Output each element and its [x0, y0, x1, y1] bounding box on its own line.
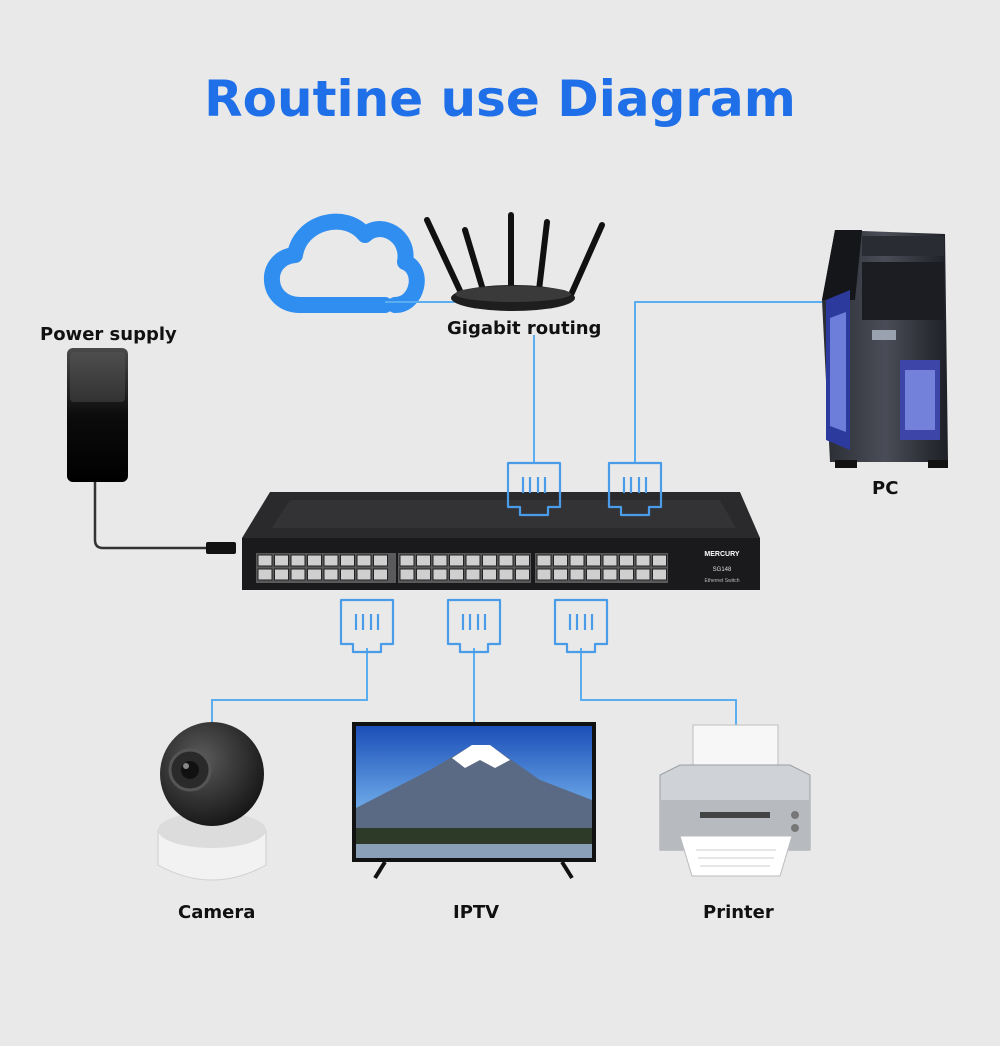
switch-port	[498, 568, 514, 581]
switch-port	[553, 554, 568, 567]
tv-image	[352, 722, 596, 880]
switch-port	[307, 554, 322, 567]
label-pc: PC	[872, 478, 899, 499]
switch-ports	[257, 554, 667, 581]
label-camera: Camera	[178, 902, 256, 923]
switch-port	[449, 554, 464, 567]
switch-port	[602, 554, 618, 567]
switch-port	[290, 568, 306, 581]
switch-port	[569, 554, 585, 567]
page-title: Routine use Diagram	[204, 70, 796, 128]
switch-port	[465, 568, 481, 581]
switch-port	[399, 568, 415, 581]
switch-port	[586, 554, 601, 567]
switch-port	[498, 554, 514, 567]
label-printer: Printer	[703, 902, 774, 923]
switch-port	[586, 568, 601, 581]
switch-port	[553, 568, 568, 581]
switch-port	[340, 554, 355, 567]
switch-port	[416, 554, 431, 567]
switch-port	[569, 568, 585, 581]
switch-port	[356, 568, 372, 581]
switch-port	[449, 568, 464, 581]
switch-port	[416, 568, 431, 581]
switch-port	[619, 554, 634, 567]
switch-port	[652, 554, 667, 567]
switch-port	[482, 568, 497, 581]
switch-port	[257, 568, 273, 581]
switch-image: MERCURY SG148 Ethernet Switch	[242, 492, 760, 590]
switch-port	[323, 568, 339, 581]
switch-port	[482, 554, 497, 567]
switch-port	[536, 554, 552, 567]
switch-port	[257, 554, 273, 567]
label-power-supply: Power supply	[40, 324, 177, 345]
label-gigabit-routing: Gigabit routing	[447, 318, 602, 339]
power-supply-image	[67, 348, 236, 554]
switch-port	[635, 554, 651, 567]
switch-port	[515, 568, 530, 581]
switch-port	[356, 554, 372, 567]
switch-port	[536, 568, 552, 581]
connection-lines	[211, 301, 822, 725]
switch-type: Ethernet Switch	[704, 578, 739, 584]
switch-port	[323, 554, 339, 567]
switch-port	[619, 568, 634, 581]
switch-port	[373, 554, 388, 567]
label-iptv: IPTV	[453, 902, 500, 923]
switch-port	[432, 554, 448, 567]
switch-brand: MERCURY	[704, 551, 739, 558]
printer-image	[659, 724, 811, 877]
pc-image	[822, 230, 948, 468]
switch-port	[602, 568, 618, 581]
switch-port	[340, 568, 355, 581]
switch-port	[399, 554, 415, 567]
camera-image	[157, 722, 267, 881]
switch-port	[515, 554, 530, 567]
switch-port	[274, 554, 289, 567]
switch-port	[635, 568, 651, 581]
router-image	[424, 212, 605, 311]
switch-port	[274, 568, 289, 581]
cloud-icon	[263, 213, 425, 313]
switch-port	[432, 568, 448, 581]
switch-port	[373, 568, 388, 581]
switch-port	[290, 554, 306, 567]
switch-model: SG148	[713, 567, 732, 573]
switch-port	[465, 554, 481, 567]
switch-port	[652, 568, 667, 581]
switch-port	[307, 568, 322, 581]
